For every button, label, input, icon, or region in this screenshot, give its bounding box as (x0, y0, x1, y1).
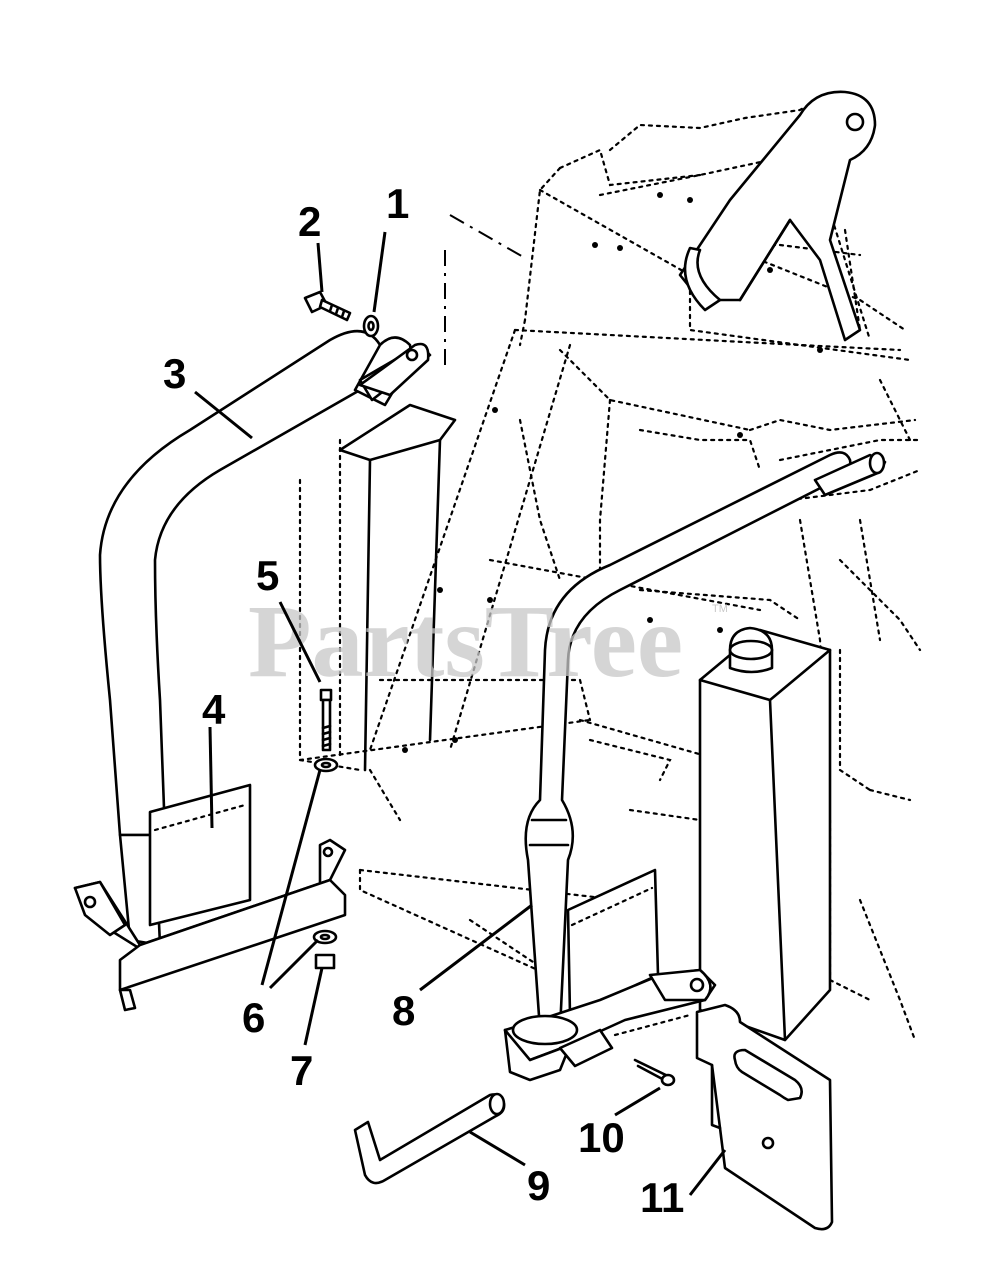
left-frame-block (338, 403, 457, 772)
nut-7 (314, 953, 336, 970)
leader-3 (194, 390, 253, 440)
callout-7: 7 (290, 1047, 313, 1094)
callout-8: 8 (392, 987, 415, 1034)
callout-2: 2 (298, 198, 321, 245)
leader-7 (303, 967, 324, 1046)
leader-5 (278, 601, 322, 683)
roll-bar-right-tube (524, 451, 887, 1032)
washer-1 (362, 314, 380, 338)
callout-4: 4 (202, 686, 226, 733)
bolt-5 (319, 688, 333, 752)
trademark-mark: TM (712, 603, 728, 615)
leader-lines (194, 231, 727, 1196)
weight-plate-11 (695, 1003, 834, 1231)
callout-3: 3 (163, 350, 186, 397)
upper-mount-bracket (678, 90, 877, 342)
callout-5: 5 (256, 552, 279, 599)
decal-plate-left (148, 783, 252, 927)
washer-6-lower (312, 929, 338, 945)
upper-attach-plate (358, 342, 430, 397)
machine-frame-outline (298, 96, 922, 1042)
callout-1: 1 (386, 180, 409, 227)
hair-pin-clip-10 (633, 1058, 676, 1087)
leader-11 (688, 1149, 727, 1196)
callout-labels: 1 2 3 4 5 6 7 8 9 10 11 (163, 180, 684, 1221)
callout-9: 9 (527, 1162, 550, 1209)
leader-2 (316, 242, 324, 293)
leader-8 (419, 903, 533, 992)
washer-6-upper (313, 757, 339, 773)
leader-4 (208, 726, 214, 829)
bolt-2 (303, 290, 352, 322)
leader-1 (372, 231, 387, 313)
lock-pin-handle-9 (353, 1092, 506, 1185)
callout-6: 6 (242, 994, 265, 1041)
right-hinge-pivot (503, 968, 717, 1082)
callout-10: 10 (578, 1114, 625, 1161)
leader-6b (268, 938, 320, 990)
leader-9 (469, 1130, 526, 1167)
right-tank-block (698, 626, 832, 1042)
leader-6a (260, 769, 322, 986)
left-base-channel (73, 838, 347, 1012)
callout-11: 11 (640, 1174, 684, 1221)
watermark-text: PartsTree (248, 584, 683, 699)
alignment-line (449, 214, 526, 259)
leader-10 (614, 1086, 661, 1117)
